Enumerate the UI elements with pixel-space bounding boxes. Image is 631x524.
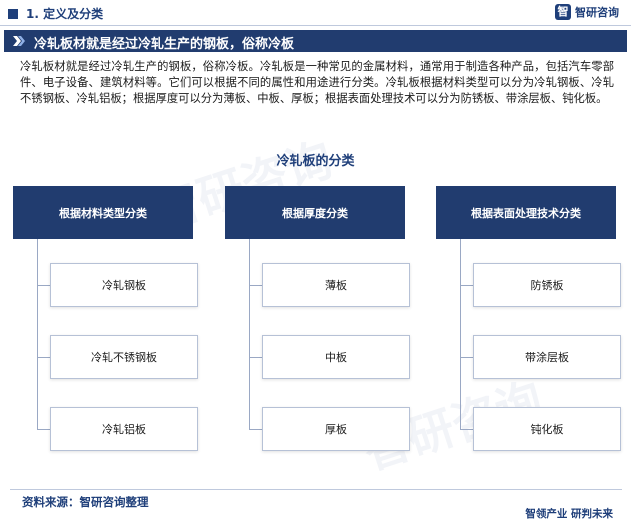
connector-line [37,285,50,286]
connector-line [249,285,262,286]
category-item: 冷轧不锈钢板 [50,335,198,379]
diagram-title: 冷轧板的分类 [276,154,355,169]
source-note: 资料来源：智研咨询整理 [22,495,149,509]
connector-line [460,285,473,286]
connector-line [37,239,38,430]
category-box-material: 根据材料类型分类 [13,186,193,239]
category-item: 厚板 [262,407,410,451]
category-item: 防锈板 [473,263,621,307]
category-item: 冷轧钢板 [50,263,198,307]
connector-line [249,239,250,430]
category-box-surface: 根据表面处理技术分类 [436,186,616,239]
category-item: 带涂层板 [473,335,621,379]
connector-line [249,357,262,358]
brand-logo-icon: 智 [555,4,571,20]
category-item: 中板 [262,335,410,379]
connector-line [460,429,473,430]
brand-name: 智研咨询 [575,6,619,19]
title-text: 冷轧板材就是经过冷轧生产的钢板，俗称冷板 [34,37,295,52]
connector-line [37,429,50,430]
connector-line [37,357,50,358]
section-marker-icon [8,9,18,19]
footer-divider [10,489,622,490]
footer-slogan: 智领产业 研判未来 [525,508,613,520]
category-item: 冷轧铝板 [50,407,198,451]
category-box-thickness: 根据厚度分类 [225,186,405,239]
connector-line [460,357,473,358]
brand: 智 智研咨询 [555,4,619,20]
connector-line [249,429,262,430]
double-chevron-icon [13,36,25,46]
category-item: 薄板 [262,263,410,307]
title-bar: 冷轧板材就是经过冷轧生产的钢板，俗称冷板 [4,30,627,52]
category-item: 钝化板 [473,407,621,451]
connector-line [460,239,461,430]
intro-paragraph: 冷轧板材就是经过冷轧生产的钢板，俗称冷板。冷轧板是一种常见的金属材料，通常用于制… [20,60,614,105]
section-title: 1. 定义及分类 [26,7,104,21]
top-header: 1. 定义及分类 智 智研咨询 [0,0,631,26]
